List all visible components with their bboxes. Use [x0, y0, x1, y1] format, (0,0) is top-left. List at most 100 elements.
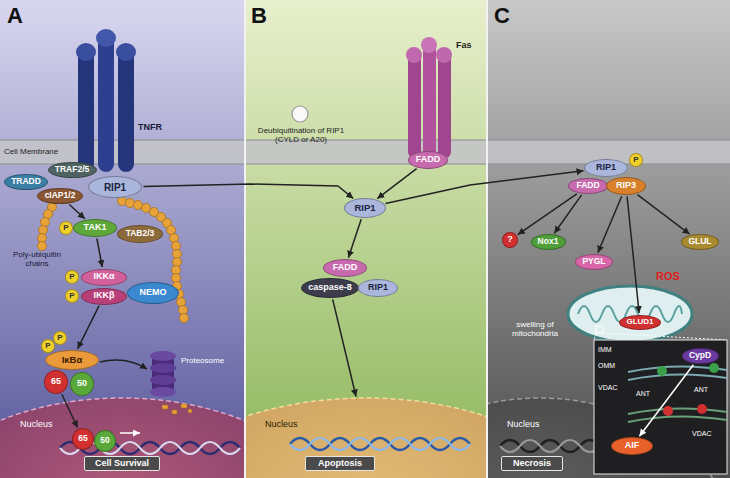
- panel-letter: A: [7, 3, 23, 28]
- receptor-label: TNFR: [138, 122, 162, 132]
- inset-label: ANT: [636, 390, 650, 398]
- protein-oval: IκBα: [45, 350, 99, 370]
- pathway-arrow: [97, 239, 102, 268]
- pathway-arrow: [637, 195, 689, 235]
- membrane-inset: [594, 340, 727, 474]
- protein-circle: P: [53, 331, 67, 345]
- node-text: RIP1: [104, 182, 126, 193]
- node-text: 65: [78, 434, 87, 443]
- node-text: P: [45, 342, 50, 351]
- pathway-arrow: [62, 394, 78, 428]
- inset-label: ANT: [694, 386, 708, 394]
- protein-oval: FADD: [323, 259, 367, 277]
- protein-oval: RIP1: [344, 198, 386, 218]
- node-text: P: [57, 334, 62, 343]
- outcome-box: Necrosis: [501, 456, 563, 471]
- mitochondrion: [568, 286, 692, 342]
- protein-circle: P: [65, 289, 79, 303]
- inset-label: VDAC: [598, 384, 617, 392]
- node-text: TRADD: [11, 177, 41, 186]
- node-text: caspase-8: [308, 283, 352, 293]
- protein-oval: caspase-8: [301, 278, 359, 298]
- node-text: IKKα: [93, 272, 114, 282]
- node-text: AIF: [625, 441, 640, 451]
- node-text: CypD: [689, 351, 711, 360]
- transcription-arrow: [120, 432, 140, 434]
- ros-label: ROS: [656, 270, 680, 283]
- pathway-arrow: [377, 169, 416, 199]
- receptor-label: Fas: [456, 40, 472, 50]
- pathway-arrow: [386, 171, 584, 204]
- node-text: IκBα: [62, 355, 83, 365]
- degradation-arrow: [100, 360, 147, 369]
- pathway-arrow: [639, 365, 693, 436]
- pathway-arrow: [333, 299, 356, 396]
- organelle-label: Proteosome: [181, 356, 224, 365]
- pathway-arrow: [598, 196, 622, 253]
- node-text: RIP1: [596, 163, 616, 173]
- node-text: Nucleus: [507, 420, 540, 430]
- node-text: Necrosis: [513, 459, 551, 469]
- protein-oval: RIP1: [584, 159, 628, 177]
- protein-circle: 50: [70, 372, 94, 396]
- protein-oval: TRADD: [4, 174, 48, 190]
- protein-oval: TAB2/3: [117, 225, 163, 243]
- protein-oval: cIAP1/2: [37, 188, 83, 204]
- inset-label: IMM: [598, 346, 612, 354]
- protein-oval: TAK1: [73, 219, 117, 237]
- protein-circle: 50: [94, 430, 116, 452]
- node-text: P: [633, 156, 638, 165]
- protein-oval: GLUL: [681, 234, 719, 250]
- fas-receptor: [406, 37, 452, 158]
- pathway-arrow: [554, 195, 581, 233]
- outcome-box: Apoptosis: [305, 456, 375, 471]
- node-text: TRAF2/5: [55, 165, 89, 174]
- dna-helix: [60, 438, 600, 454]
- pathway-arrow: [144, 184, 354, 198]
- nucleus-region: NucleusNecrosis: [487, 398, 587, 478]
- protein-oval: FADD: [568, 178, 608, 194]
- node-text: Nox1: [538, 237, 559, 246]
- protein-oval: AIF: [611, 437, 653, 455]
- protein-oval: NEMO: [127, 282, 179, 304]
- protein-oval: CypD: [682, 348, 719, 364]
- process-note: swelling of mitochondria: [504, 320, 566, 338]
- protein-oval: GLUD1: [619, 315, 661, 330]
- protein-circle: 65: [44, 370, 68, 394]
- protein-oval: RIP3: [606, 177, 646, 195]
- protein-oval: IKKβ: [81, 288, 127, 305]
- panel-separators: [244, 0, 488, 478]
- protein-circle: P: [65, 270, 79, 284]
- protein-oval: TRAF2/5: [48, 162, 97, 178]
- zoom-marker: [594, 326, 727, 340]
- nucleus-region: NucleusApoptosis: [245, 398, 487, 478]
- node-text: IKKβ: [94, 291, 115, 301]
- degraded-fragments: [162, 404, 192, 414]
- protein-oval: IKKα: [81, 269, 127, 286]
- ubiquitin-chain: [38, 197, 189, 323]
- protein-circle: ?: [502, 232, 518, 248]
- tnf-receptor: [76, 29, 136, 172]
- node-text: 50: [77, 379, 87, 389]
- deubiquitination-symbol: [292, 106, 308, 122]
- node-text: FADD: [576, 181, 599, 190]
- pathway-arrow: [69, 205, 85, 219]
- node-text: cIAP1/2: [45, 191, 76, 200]
- node-text: Nucleus: [265, 420, 298, 430]
- pathway-arrow: [627, 197, 639, 314]
- node-text: P: [69, 292, 74, 301]
- node-text: 65: [51, 377, 61, 387]
- node-text: Nucleus: [20, 420, 53, 430]
- proteosome: [150, 351, 176, 397]
- node-text: PYGL: [582, 257, 605, 266]
- node-text: FADD: [416, 155, 441, 165]
- inset-label: OMM: [598, 362, 615, 370]
- node-text: P: [63, 224, 68, 233]
- node-text: ?: [507, 235, 513, 245]
- node-text: 50: [100, 436, 109, 445]
- node-text: Cell Survival: [95, 459, 149, 469]
- protein-oval: PYGL: [575, 254, 613, 270]
- outcome-box: Cell Survival: [84, 456, 160, 471]
- chain-label: Poly-ubiquitin chains: [6, 250, 68, 268]
